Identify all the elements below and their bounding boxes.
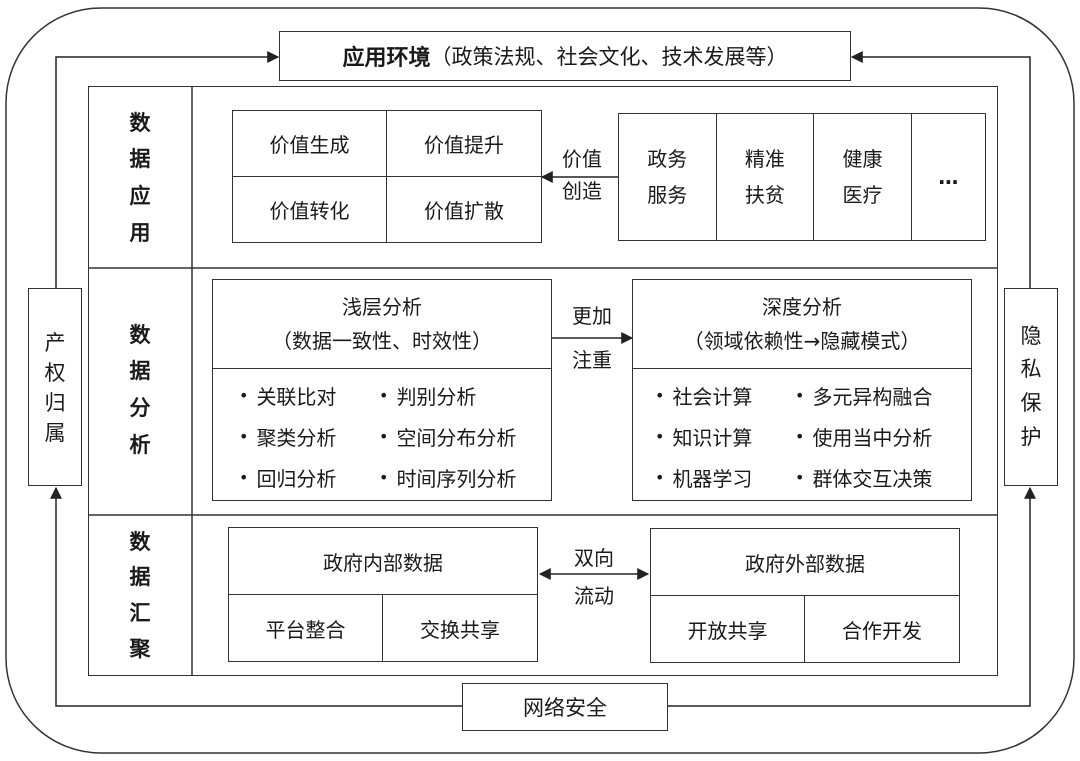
method-item: 多元异构融合 bbox=[795, 381, 965, 410]
layer-label-analysis: 数 据 分 析 bbox=[90, 300, 190, 480]
value-grid: 价值生成 价值提升 价值转化 价值扩散 bbox=[232, 110, 542, 243]
label-char: 数 bbox=[129, 110, 151, 135]
internal-cells: 平台整合 交换共享 bbox=[229, 595, 537, 661]
left-char: 属 bbox=[44, 421, 66, 445]
service-line: 扶贫 bbox=[744, 183, 785, 207]
service-line: 服务 bbox=[647, 183, 688, 207]
arrow-label-line: 流动 bbox=[574, 584, 614, 608]
internal-title: 政府内部数据 bbox=[229, 528, 537, 595]
arrow-label-line: 注重 bbox=[572, 348, 612, 372]
network-security-label: 网络安全 bbox=[523, 696, 607, 720]
shallow-subtitle: （数据一致性、时效性） bbox=[272, 329, 492, 353]
left-bottom-arrow bbox=[50, 486, 462, 707]
right-top-arrow bbox=[850, 51, 1031, 288]
service-line: 政务 bbox=[647, 147, 688, 171]
label-char: 聚 bbox=[129, 636, 151, 661]
deep-title: 深度分析 bbox=[762, 295, 842, 319]
label-char: 据 bbox=[129, 147, 151, 172]
layer-label-application: 数 据 应 用 bbox=[90, 90, 190, 266]
shallow-analysis-box: 浅层分析 （数据一致性、时效性） 关联比对 判别分析 聚类分析 空间分布分析 回… bbox=[212, 279, 552, 501]
arrow-label-line: 更加 bbox=[572, 304, 612, 328]
privacy-protection-box: 隐 私 保 护 bbox=[1004, 288, 1058, 486]
service-cell-more: … bbox=[938, 165, 959, 189]
right-char: 私 bbox=[1020, 357, 1042, 382]
label-char: 析 bbox=[129, 432, 151, 457]
method-item: 使用当中分析 bbox=[795, 422, 965, 451]
deep-items: 社会计算 多元异构融合 知识计算 使用当中分析 机器学习 群体交互决策 bbox=[633, 369, 971, 492]
label-char: 数 bbox=[129, 322, 151, 347]
label-char: 分 bbox=[129, 396, 151, 420]
internal-data-box: 政府内部数据 平台整合 交换共享 bbox=[228, 527, 538, 662]
right-char: 隐 bbox=[1020, 323, 1042, 348]
label-char: 汇 bbox=[129, 601, 151, 625]
label-char: 用 bbox=[129, 220, 151, 245]
shallow-title: 浅层分析 bbox=[342, 295, 422, 319]
right-char: 护 bbox=[1020, 424, 1042, 449]
layer-label-aggregation: 数 据 汇 聚 bbox=[90, 518, 190, 674]
label-char: 据 bbox=[129, 359, 151, 384]
value-creation-label: 价值 创造 bbox=[552, 138, 612, 212]
left-char: 产 bbox=[44, 331, 66, 355]
method-item: 群体交互决策 bbox=[795, 463, 965, 492]
left-top-arrow bbox=[55, 51, 280, 288]
method-item: 关联比对 bbox=[239, 381, 379, 410]
deep-subtitle: （领域依赖性→隐藏模式） bbox=[683, 329, 921, 353]
value-cell: 价值扩散 bbox=[424, 198, 504, 223]
label-char: 据 bbox=[129, 565, 151, 590]
service-cell: 健康 医疗 bbox=[814, 114, 912, 240]
right-char: 保 bbox=[1020, 391, 1042, 415]
method-item: 空间分布分析 bbox=[379, 422, 559, 451]
external-cell: 开放共享 bbox=[651, 596, 805, 662]
arrow-label-line: 创造 bbox=[562, 179, 602, 203]
method-item: 社会计算 bbox=[655, 381, 795, 410]
left-char: 归 bbox=[44, 391, 66, 415]
method-item: 回归分析 bbox=[239, 463, 379, 492]
internal-cell: 平台整合 bbox=[229, 595, 383, 661]
env-detail: （政策法规、社会文化、技术发展等） bbox=[430, 45, 788, 69]
arrow-label-line: 价值 bbox=[562, 147, 602, 171]
internal-cell: 交换共享 bbox=[420, 617, 500, 642]
value-cell: 价值生成 bbox=[233, 111, 387, 177]
service-line: 医疗 bbox=[842, 183, 883, 207]
label-char: 数 bbox=[129, 529, 151, 554]
label-char: 应 bbox=[129, 184, 151, 208]
arrow-label-line: 双向 bbox=[574, 546, 614, 570]
external-cells: 开放共享 合作开发 bbox=[651, 596, 959, 662]
shallow-items: 关联比对 判别分析 聚类分析 空间分布分析 回归分析 时间序列分析 bbox=[213, 369, 551, 492]
method-item: 时间序列分析 bbox=[379, 463, 559, 492]
network-security-box: 网络安全 bbox=[462, 683, 668, 731]
deep-analysis-box: 深度分析 （领域依赖性→隐藏模式） 社会计算 多元异构融合 知识计算 使用当中分… bbox=[632, 279, 972, 501]
value-cell: 价值提升 bbox=[387, 111, 541, 177]
right-bottom-arrow bbox=[668, 486, 1036, 707]
method-item: 聚类分析 bbox=[239, 422, 379, 451]
method-item: 知识计算 bbox=[655, 422, 795, 451]
service-cell: 政务 服务 bbox=[619, 114, 717, 240]
service-cell: 精准 扶贫 bbox=[717, 114, 815, 240]
emphasis-label: 更加 注重 bbox=[556, 298, 628, 378]
main-panel bbox=[88, 86, 998, 676]
bidirectional-label: 双向 流动 bbox=[556, 540, 632, 614]
services-row: 政务 服务 精准 扶贫 健康 医疗 … bbox=[618, 113, 986, 241]
deep-header: 深度分析 （领域依赖性→隐藏模式） bbox=[633, 280, 971, 369]
application-environment-box: 应用环境 （政策法规、社会文化、技术发展等） bbox=[279, 31, 851, 81]
method-item: 机器学习 bbox=[655, 463, 795, 492]
outer-frame bbox=[5, 7, 1075, 754]
left-char: 权 bbox=[44, 361, 66, 385]
external-data-box: 政府外部数据 开放共享 合作开发 bbox=[650, 528, 960, 663]
property-rights-box: 产 权 归 属 bbox=[28, 288, 82, 486]
value-cell: 价值转化 bbox=[233, 176, 387, 242]
external-title: 政府外部数据 bbox=[651, 529, 959, 596]
external-cell: 合作开发 bbox=[842, 618, 922, 643]
env-title: 应用环境 bbox=[342, 46, 431, 71]
shallow-header: 浅层分析 （数据一致性、时效性） bbox=[213, 280, 551, 369]
service-line: 精准 bbox=[744, 147, 785, 171]
method-item: 判别分析 bbox=[379, 381, 559, 410]
service-line: 健康 bbox=[842, 147, 883, 171]
